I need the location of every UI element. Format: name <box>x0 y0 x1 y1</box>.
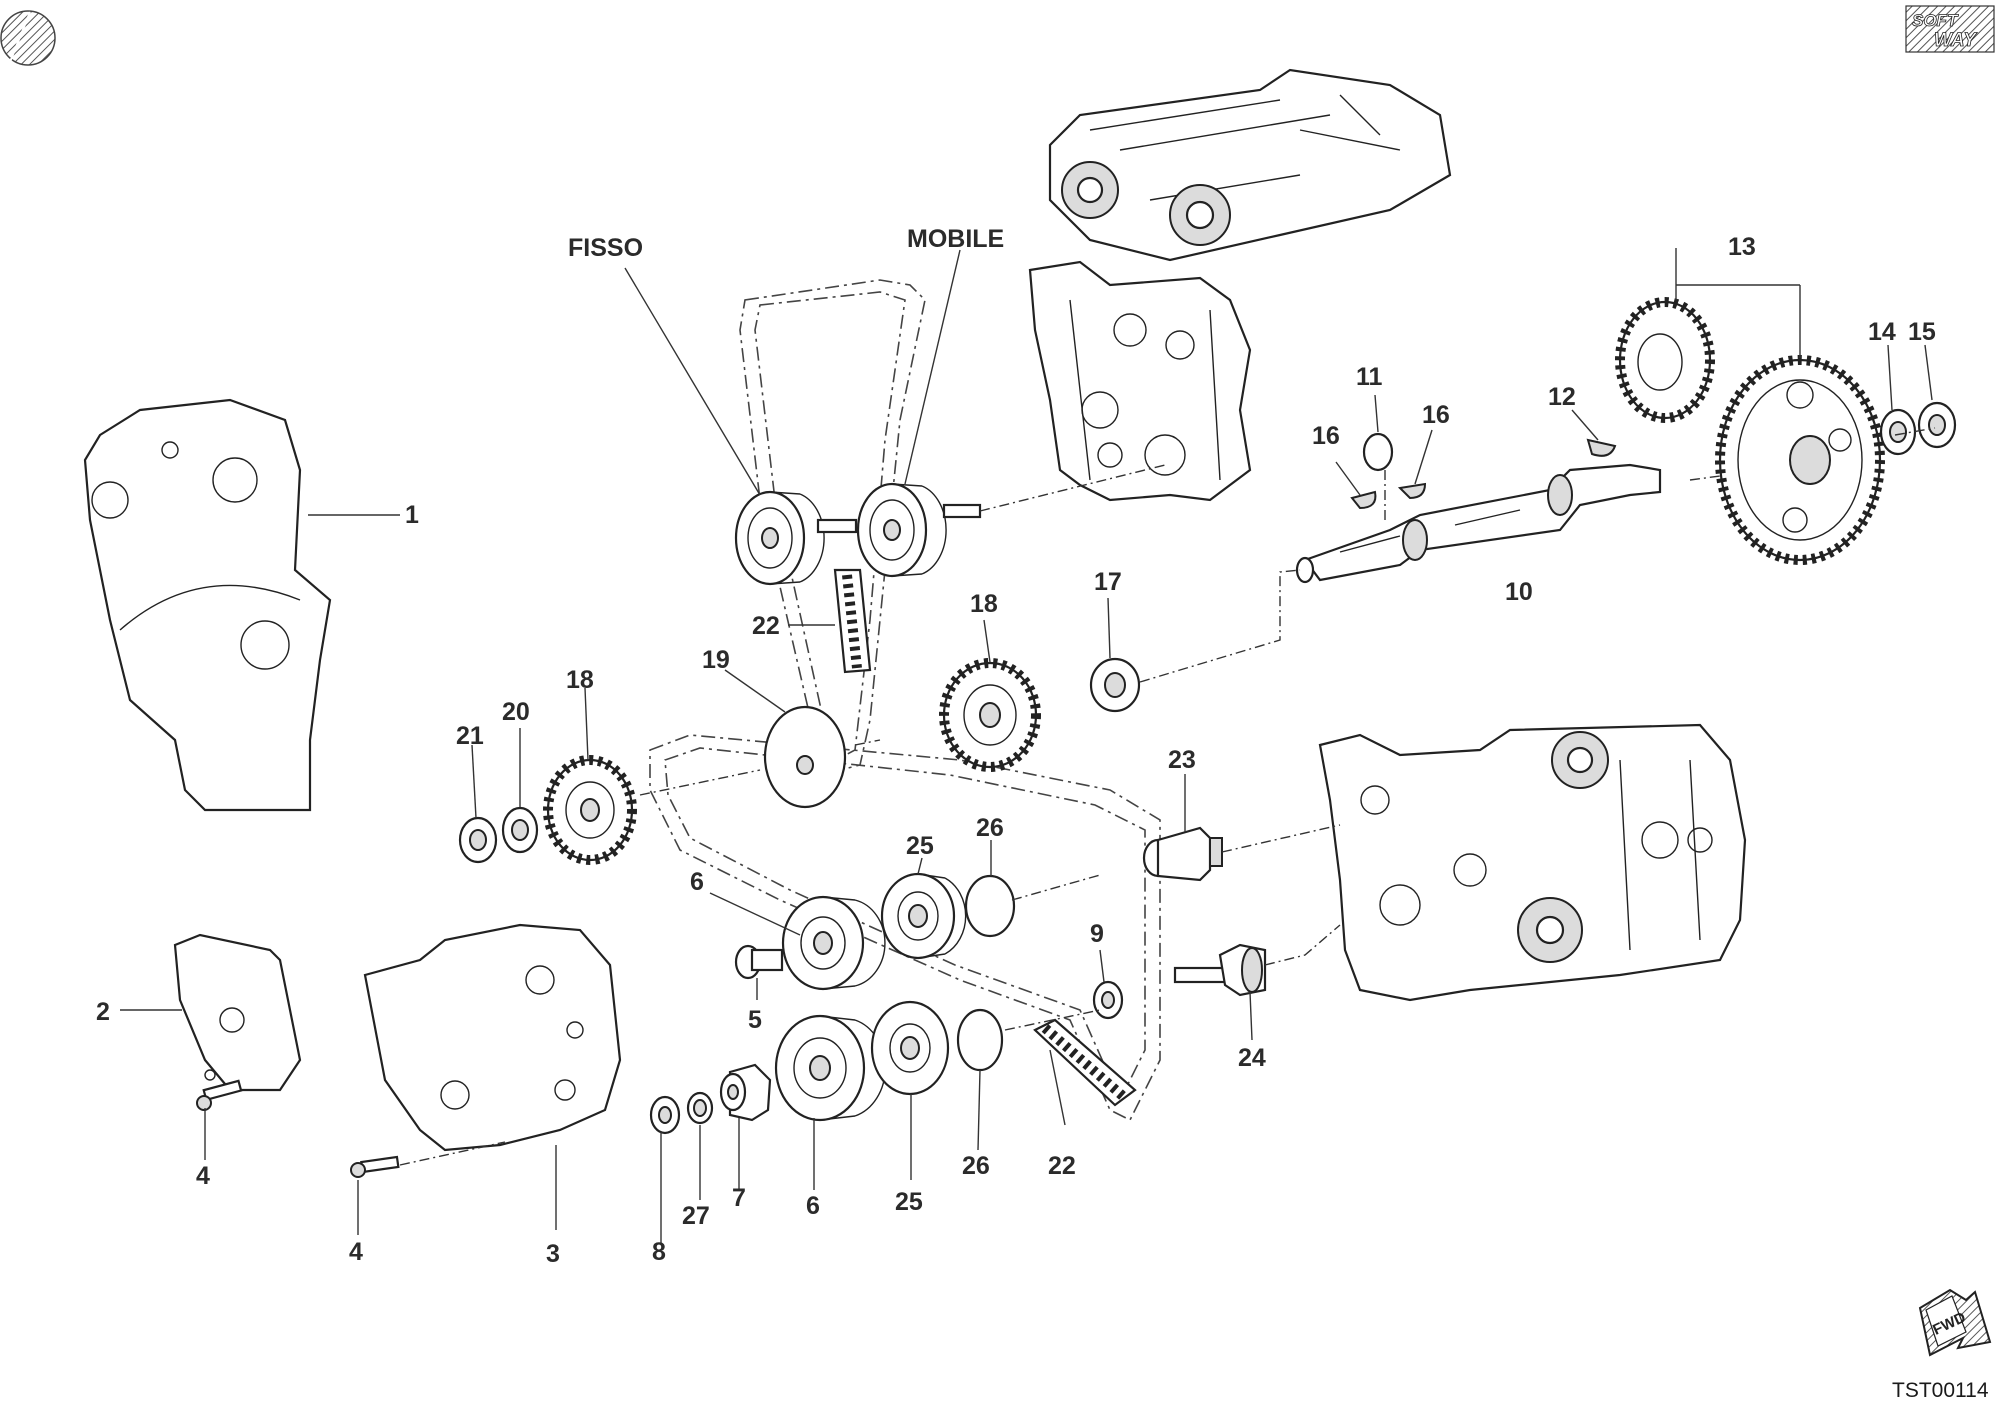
lower-timing-belt <box>649 734 1161 1122</box>
label-part-4-lower: 4 <box>349 1238 363 1266</box>
upper-timing-belt <box>739 279 926 771</box>
label-part-26-upper: 26 <box>976 814 1004 842</box>
spacer-9 <box>1092 980 1124 1020</box>
label-part-22-upper: 22 <box>752 612 780 640</box>
bolt-5 <box>734 944 784 980</box>
label-part-4-upper: 4 <box>196 1162 210 1190</box>
label-part-18-lower: 18 <box>566 666 594 694</box>
svg-text:SOFT: SOFT <box>1912 11 1959 30</box>
timing-cover-3 <box>363 923 622 1152</box>
label-part-6-upper: 6 <box>690 868 704 896</box>
gear-13-large <box>1715 355 1885 565</box>
hatched-circle-logo-icon <box>0 10 56 66</box>
label-part-24: 24 <box>1238 1044 1266 1072</box>
label-part-11: 11 <box>1356 363 1383 391</box>
label-part-9: 9 <box>1090 920 1104 948</box>
label-part-1: 1 <box>405 501 419 529</box>
bearing-25-upper <box>880 872 967 960</box>
washer-19 <box>763 705 847 809</box>
idler-mobile <box>856 482 982 578</box>
seal-21 <box>458 816 498 864</box>
label-part-27: 27 <box>682 1202 710 1230</box>
bushing-7 <box>719 1063 772 1122</box>
bolt-4-upper <box>196 1079 243 1111</box>
bearing-25-lower <box>870 1000 950 1096</box>
label-part-3: 3 <box>546 1240 560 1268</box>
circlip-26-upper <box>964 874 1016 938</box>
engine-block-upper <box>1028 260 1252 502</box>
pulley-18-lower <box>543 755 637 865</box>
label-part-26-lower: 26 <box>962 1152 990 1180</box>
label-fisso: FISSO <box>568 234 643 262</box>
label-part-25-lower: 25 <box>895 1188 923 1216</box>
label-part-5: 5 <box>748 1006 762 1034</box>
label-part-14: 14 <box>1868 318 1896 346</box>
camshaft-10 <box>1295 463 1662 584</box>
timing-cover-1 <box>83 398 332 812</box>
key-16-left <box>1350 490 1377 510</box>
label-part-17: 17 <box>1094 568 1122 596</box>
label-part-7: 7 <box>732 1184 746 1212</box>
label-part-25-upper: 25 <box>906 832 934 860</box>
label-part-21: 21 <box>456 722 484 750</box>
label-part-16-right: 16 <box>1422 401 1450 429</box>
circlip-11 <box>1362 432 1394 472</box>
label-part-15: 15 <box>1908 318 1936 346</box>
washer-20 <box>501 806 539 854</box>
label-part-10: 10 <box>1505 578 1533 606</box>
stud-23 <box>1142 826 1223 882</box>
label-part-8: 8 <box>652 1238 666 1266</box>
washer-27 <box>686 1091 714 1125</box>
nut-8 <box>649 1095 681 1135</box>
softway-logo-icon: SOFT WAY <box>1905 5 1995 53</box>
label-part-22-lower: 22 <box>1048 1152 1076 1180</box>
cylinder-head-top <box>1048 68 1452 262</box>
pulley-18-upper <box>939 658 1041 772</box>
label-part-16-left: 16 <box>1312 422 1340 450</box>
label-part-6-lower: 6 <box>806 1192 820 1220</box>
label-part-20: 20 <box>502 698 530 726</box>
svg-text:WAY: WAY <box>1934 30 1978 51</box>
key-16-right <box>1397 482 1427 500</box>
idler-6-lower <box>774 1014 886 1122</box>
timing-cover-2 <box>173 933 302 1092</box>
idler-6-upper <box>781 895 886 991</box>
fwd-arrow-icon: FWD <box>1918 1288 1992 1357</box>
engine-block-lower <box>1318 723 1747 1002</box>
figure-code: TST00114 <box>1892 1379 1989 1402</box>
label-part-12: 12 <box>1548 383 1576 411</box>
leader-lines <box>120 248 1933 1245</box>
bolt-4-lower <box>350 1155 400 1178</box>
assembly-axis-lines <box>399 427 1936 1166</box>
belt-section-22-upper <box>833 568 872 674</box>
label-part-2: 2 <box>96 998 110 1026</box>
label-part-19: 19 <box>702 646 730 674</box>
label-mobile: MOBILE <box>907 225 1004 253</box>
nut-15 <box>1917 401 1957 449</box>
key-12 <box>1586 438 1617 457</box>
seal-17 <box>1089 657 1141 713</box>
circlip-26-lower <box>956 1008 1004 1072</box>
label-part-23: 23 <box>1168 746 1196 774</box>
label-part-13: 13 <box>1728 233 1756 261</box>
idler-fisso <box>734 490 858 586</box>
label-part-18-upper: 18 <box>970 590 998 618</box>
belt-section-22-lower <box>1033 1018 1137 1107</box>
stud-24 <box>1173 943 1267 997</box>
gear-13-small <box>1615 297 1715 423</box>
washer-14 <box>1879 408 1917 456</box>
